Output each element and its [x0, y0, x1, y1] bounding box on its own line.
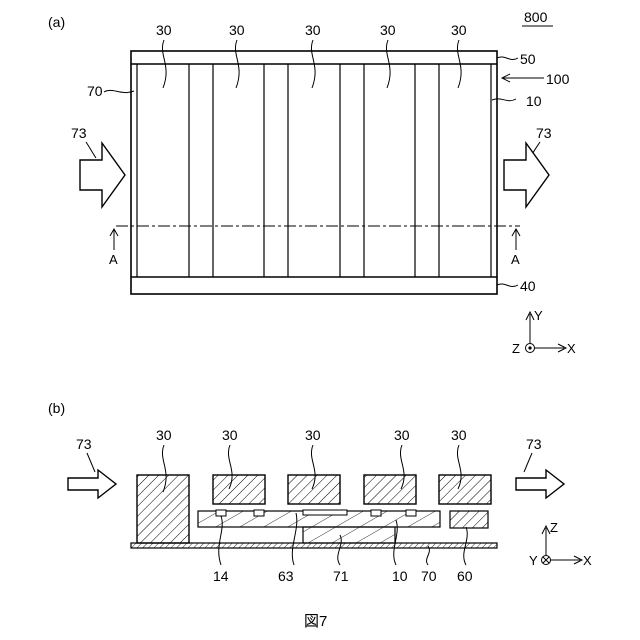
- ref-60-label: 60: [457, 568, 473, 584]
- block-30: [213, 475, 265, 504]
- ref-73-leader: [86, 142, 96, 158]
- panel-a: (a) 800 A A: [48, 9, 576, 356]
- ref-14-label: 14: [213, 568, 229, 584]
- ref-73-label: 73: [536, 125, 552, 141]
- panel-b-label: (b): [48, 400, 65, 416]
- component-60: [450, 511, 488, 528]
- heatsink-71: [303, 527, 395, 543]
- block-30: [439, 475, 491, 504]
- panel-a-label: (a): [48, 14, 65, 30]
- axis-z-label: Z: [550, 520, 558, 535]
- block-30: [288, 475, 340, 504]
- axis-indicator-b: [542, 526, 583, 565]
- airflow-inlet-arrow: [80, 143, 125, 207]
- ref-73-label: 73: [76, 436, 92, 452]
- ref-73-label: 73: [71, 125, 87, 141]
- figure-caption: 図7: [304, 613, 327, 630]
- ref-30-label: 30: [305, 22, 321, 38]
- axis-x-label: X: [567, 341, 576, 356]
- airflow-outlet-arrow: [516, 470, 564, 498]
- ref-30-label: 30: [380, 22, 396, 38]
- ref-30-label: 30: [156, 22, 172, 38]
- section-arrow-left: [110, 229, 118, 250]
- section-mark-right: A: [511, 252, 520, 267]
- pad: [406, 510, 416, 516]
- axis-y-label: Y: [529, 553, 538, 568]
- ref-71-label: 71: [333, 568, 349, 584]
- ref-10-label: 10: [526, 93, 542, 109]
- ref-40-label: 40: [520, 278, 536, 294]
- ref-30-label: 30: [394, 427, 410, 443]
- block-30: [137, 475, 189, 543]
- section-arrow-right: [512, 229, 520, 250]
- section-mark-left: A: [109, 252, 118, 267]
- ref-50-label: 50: [520, 51, 536, 67]
- pad: [254, 510, 264, 516]
- module-dividers: [189, 64, 439, 277]
- ref-63-label: 63: [278, 568, 294, 584]
- pad: [303, 510, 347, 515]
- axis-z-label: Z: [512, 341, 520, 356]
- ref-100-label: 100: [546, 71, 570, 87]
- ref-73-leader: [87, 453, 95, 472]
- ref-70-label: 70: [421, 568, 437, 584]
- housing-outline: [131, 51, 497, 294]
- axis-y-label: Y: [534, 308, 543, 323]
- axis-indicator-a: [526, 312, 567, 353]
- ref-73-leader: [524, 453, 532, 472]
- ref-50-leader: [497, 57, 518, 60]
- ref-40-leader: [497, 284, 518, 287]
- ref-70-leader: [427, 546, 430, 565]
- base-plate-70: [131, 543, 497, 548]
- ref-30-label: 30: [156, 427, 172, 443]
- ref-30-label: 30: [305, 427, 321, 443]
- ref-10-leader: [492, 99, 516, 101]
- ref-30-label: 30: [451, 22, 467, 38]
- airflow-inlet-arrow: [68, 470, 116, 498]
- ref-73-label: 73: [526, 436, 542, 452]
- ref-10-label: 10: [392, 568, 408, 584]
- axis-x-label: X: [583, 553, 592, 568]
- airflow-outlet-arrow: [504, 143, 549, 207]
- ref-70-label: 70: [87, 83, 103, 99]
- ref-30-label: 30: [451, 427, 467, 443]
- ref-800-label: 800: [524, 9, 548, 25]
- ref-30-label: 30: [229, 22, 245, 38]
- pad: [371, 510, 381, 516]
- ref-70-leader: [104, 90, 134, 92]
- pad-14: [216, 510, 226, 516]
- panel-b: (b) 30 30 30 30 30 73: [48, 400, 592, 584]
- block-30: [364, 475, 416, 504]
- ref-30-label: 30: [222, 427, 238, 443]
